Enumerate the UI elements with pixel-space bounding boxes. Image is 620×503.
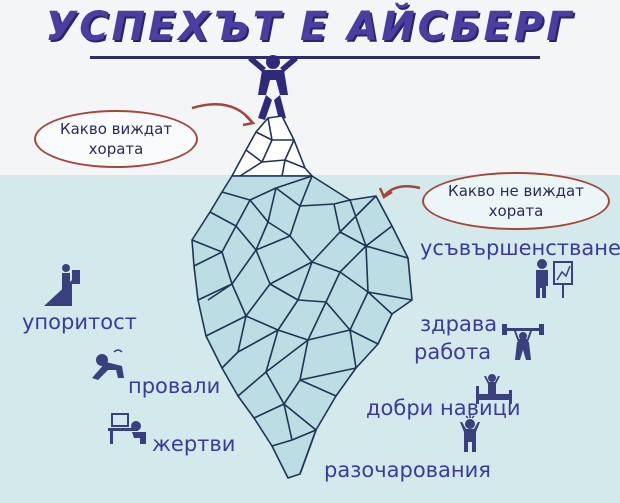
label-perfection: усъвършенстване — [420, 236, 620, 260]
person-on-top-icon — [248, 55, 298, 120]
callout-visible: Какво виждат хората — [34, 110, 198, 168]
callout-hidden-line1: Какво не виждат — [448, 182, 584, 200]
label-good-habits: добри навици — [366, 396, 521, 420]
label-hard-work-line1: здрава — [420, 312, 498, 336]
page-title: УСПЕХЪТ Е АЙСБЕРГ — [45, 4, 575, 50]
presentation-icon — [536, 259, 573, 298]
climbing-person-icon — [44, 264, 80, 306]
label-disappointments: разочарования — [324, 458, 491, 482]
sacrifice-desk-icon — [108, 413, 146, 444]
disappointed-person-icon — [460, 415, 480, 452]
weightlifter-icon — [502, 324, 544, 360]
label-hard-work-line2: работа — [414, 340, 492, 364]
failure-person-icon — [92, 349, 124, 380]
iceberg-underwater — [191, 175, 413, 479]
callout-visible-line2: хората — [88, 140, 144, 158]
title-underline — [90, 56, 540, 59]
label-sacrifices: жертви — [152, 432, 236, 456]
arrow-left — [191, 102, 253, 123]
habits-bed-icon — [476, 374, 512, 404]
callout-hidden: Какво не виждат хората — [422, 172, 610, 230]
label-failures: провали — [128, 374, 221, 398]
label-persistence: упоритост — [22, 310, 137, 334]
arrow-right — [383, 185, 421, 197]
callout-visible-line1: Какво виждат — [59, 120, 173, 138]
callout-hidden-line2: хората — [488, 202, 544, 220]
